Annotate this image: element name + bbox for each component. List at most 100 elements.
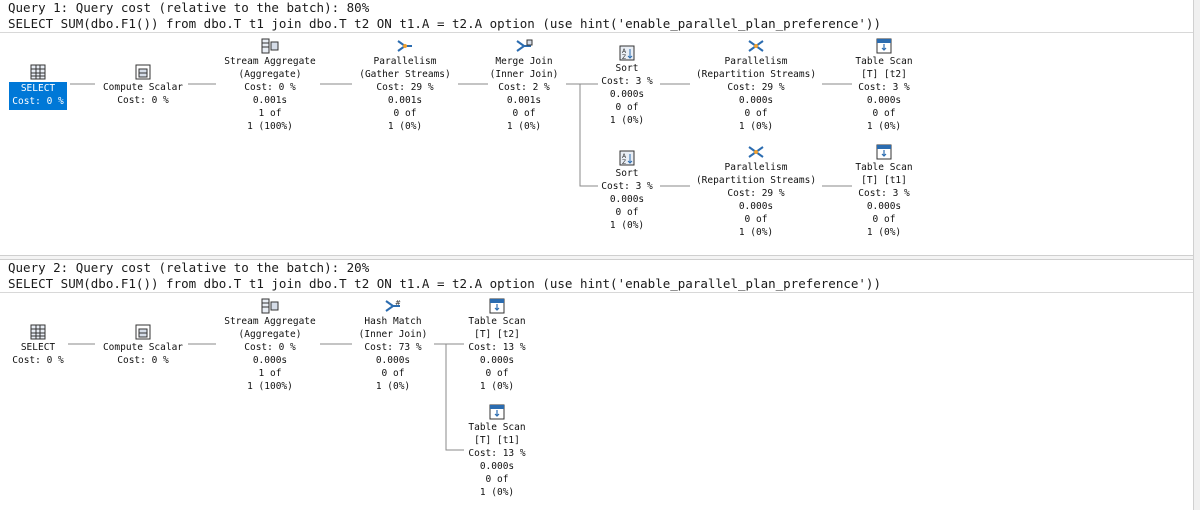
node-sublabel: (Repartition Streams): [695, 174, 817, 186]
node-sublabel: (Aggregate): [238, 68, 302, 80]
node-cost: Cost: 0 %: [244, 341, 296, 353]
node-rows-of: 0 of: [872, 213, 896, 225]
plan-node-table-scan-t1[interactable]: Table Scan [T] [t1] Cost: 13 % 0.000s 0 …: [422, 404, 572, 499]
table-scan-icon: [489, 404, 505, 420]
parallelism-icon: [397, 40, 412, 52]
node-rows-of: 0 of: [615, 206, 639, 218]
node-time: 0.000s: [479, 354, 515, 366]
plan-node-select[interactable]: SELECT Cost: 0 %: [0, 324, 113, 368]
node-cost: Cost: 3 %: [601, 180, 653, 192]
query2-sql-text: SELECT SUM(dbo.F1()) from dbo.T t1 join …: [8, 276, 881, 291]
node-sublabel: (Gather Streams): [359, 68, 451, 80]
vertical-scrollbar[interactable]: [1193, 0, 1200, 510]
node-rows-est: 1 (0%): [479, 380, 515, 392]
query1-cost-title: Query 1: Query cost (relative to the bat…: [8, 0, 370, 15]
node-sublabel: [T] [t2]: [861, 68, 907, 80]
node-rows-of: 1 of: [258, 107, 282, 119]
plan-node-parallelism-repartition[interactable]: Parallelism (Repartition Streams) Cost: …: [681, 144, 831, 239]
pane-splitter[interactable]: [0, 255, 1200, 260]
sort-icon: A Z: [619, 45, 635, 61]
node-rows-est: 1 (100%): [247, 380, 293, 392]
node-label: Compute Scalar: [102, 342, 184, 353]
plan-node-stream-aggregate[interactable]: Stream Aggregate (Aggregate) Cost: 0 % 0…: [195, 298, 345, 393]
plan-node-compute-scalar[interactable]: Compute Scalar Cost: 0 %: [68, 324, 218, 368]
node-label: Table Scan: [468, 422, 526, 433]
node-cost: Cost: 2 %: [498, 81, 550, 93]
plan-node-select[interactable]: SELECT Cost: 0 %: [0, 64, 113, 110]
node-cost: Cost: 0 %: [117, 354, 169, 366]
query1-header: Query 1: Query cost (relative to the bat…: [0, 0, 1200, 33]
compute-scalar-icon: [135, 64, 151, 80]
node-cost: Cost: 29 %: [727, 187, 785, 199]
svg-text:#: #: [395, 299, 401, 307]
node-sublabel: [T] [t1]: [474, 434, 520, 446]
node-label: Parallelism: [724, 162, 788, 173]
node-rows-est: 1 (0%): [609, 114, 645, 126]
node-rows-of: 0 of: [485, 473, 509, 485]
node-sublabel: (Inner Join): [358, 328, 428, 340]
node-sublabel: (Inner Join): [489, 68, 559, 80]
plan-node-sort[interactable]: A Z Sort Cost: 3 % 0.000s 0 of 1 (0%): [552, 45, 702, 128]
table-scan-icon: [489, 298, 505, 314]
query1-plan-pane: Query 1: Query cost (relative to the bat…: [0, 0, 1200, 239]
plan-node-sort[interactable]: A Z Sort Cost: 3 % 0.000s 0 of 1 (0%): [552, 150, 702, 233]
parallelism-icon: [748, 146, 764, 158]
node-time: 0.000s: [375, 354, 411, 366]
plan-node-hash-match[interactable]: # Hash Match (Inner Join) Cost: 73 % 0.0…: [318, 298, 468, 393]
node-rows-est: 1 (0%): [387, 120, 423, 132]
node-time: 0.000s: [738, 94, 774, 106]
node-label: Merge Join: [495, 56, 553, 67]
node-sublabel: (Aggregate): [238, 328, 302, 340]
node-label: Table Scan: [855, 56, 913, 67]
compute-scalar-icon: [135, 324, 151, 340]
node-label: Compute Scalar: [102, 82, 184, 93]
select-icon: [30, 64, 46, 80]
node-rows-of: 1 of: [258, 367, 282, 379]
node-rows-of: 0 of: [615, 101, 639, 113]
node-label: Hash Match: [364, 316, 422, 327]
node-time: 0.000s: [866, 200, 902, 212]
node-cost: Cost: 3 %: [858, 81, 910, 93]
node-rows-of: 0 of: [512, 107, 536, 119]
plan-node-compute-scalar[interactable]: Compute Scalar Cost: 0 %: [68, 64, 218, 108]
plan-node-parallelism-repartition[interactable]: Parallelism (Repartition Streams) Cost: …: [681, 38, 831, 133]
plan-node-stream-aggregate[interactable]: Stream Aggregate (Aggregate) Cost: 0 % 0…: [195, 38, 345, 133]
parallelism-icon: [748, 40, 764, 52]
node-cost: Cost: 0 %: [12, 95, 64, 107]
merge-join-icon: [516, 39, 533, 52]
svg-text:Z: Z: [622, 159, 626, 166]
node-label: SELECT: [20, 342, 56, 353]
node-time: 0.000s: [866, 94, 902, 106]
plan-node-parallelism-gather[interactable]: Parallelism (Gather Streams) Cost: 29 % …: [330, 38, 480, 133]
plan-node-table-scan-t2[interactable]: Table Scan [T] [t2] Cost: 13 % 0.000s 0 …: [422, 298, 572, 393]
svg-text:Z: Z: [622, 54, 626, 61]
node-rows-of: 0 of: [744, 107, 768, 119]
plan-node-merge-join[interactable]: Merge Join (Inner Join) Cost: 2 % 0.001s…: [449, 38, 599, 133]
table-scan-icon: [876, 144, 892, 160]
node-rows-of: 0 of: [381, 367, 405, 379]
node-label: Sort: [615, 63, 639, 74]
node-label: Table Scan: [468, 316, 526, 327]
node-cost: Cost: 0 %: [12, 354, 64, 366]
node-rows-est: 1 (0%): [866, 120, 902, 132]
plan-node-table-scan-t2[interactable]: Table Scan [T] [t2] Cost: 3 % 0.000s 0 o…: [809, 38, 959, 133]
node-rows-est: 1 (0%): [866, 226, 902, 238]
query1-sql-text: SELECT SUM(dbo.F1()) from dbo.T t1 join …: [8, 16, 881, 31]
node-cost: Cost: 3 %: [601, 75, 653, 87]
svg-text:A: A: [622, 48, 627, 55]
node-time: 0.000s: [252, 354, 288, 366]
svg-text:A: A: [622, 153, 627, 160]
node-rows-of: 0 of: [872, 107, 896, 119]
query2-cost-title: Query 2: Query cost (relative to the bat…: [8, 260, 370, 275]
node-time: 0.001s: [506, 94, 542, 106]
plan-node-table-scan-t1[interactable]: Table Scan [T] [t1] Cost: 3 % 0.000s 0 o…: [809, 144, 959, 239]
node-rows-est: 1 (0%): [609, 219, 645, 231]
node-cost: Cost: 13 %: [468, 341, 526, 353]
node-rows-est: 1 (100%): [247, 120, 293, 132]
query2-header: Query 2: Query cost (relative to the bat…: [0, 260, 1200, 293]
node-time: 0.000s: [738, 200, 774, 212]
node-rows-est: 1 (0%): [375, 380, 411, 392]
node-sublabel: [T] [t1]: [861, 174, 907, 186]
node-time: 0.001s: [252, 94, 288, 106]
node-cost: Cost: 0 %: [117, 94, 169, 106]
